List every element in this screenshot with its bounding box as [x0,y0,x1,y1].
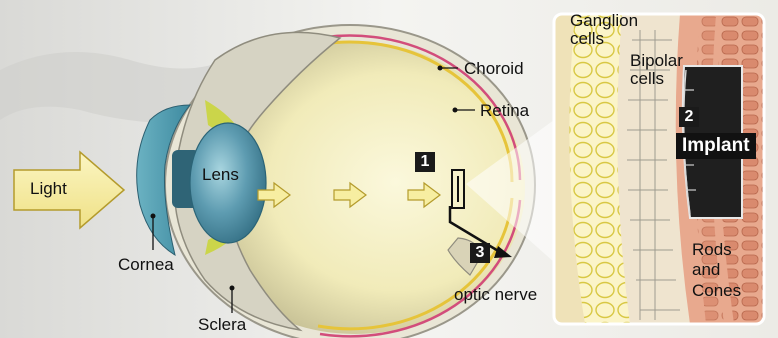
step-2-badge: 2 [679,107,699,127]
bipolar-cells-label: Bipolar cells [630,52,683,88]
optic-nerve-label: optic nerve [454,286,537,304]
ganglion-cells-label: Ganglion cells [570,12,638,48]
light-label: Light [30,180,67,198]
rods-and-cones-label: Rods and Cones [692,240,741,301]
lens-label: Lens [202,166,239,184]
step-1-badge: 1 [415,152,435,172]
sclera-label: Sclera [198,316,246,334]
retina-label: Retina [480,102,529,120]
step-3-badge: 3 [470,243,490,263]
implant-label: Implant [676,133,756,159]
choroid-label: Choroid [464,60,524,78]
cornea-label: Cornea [118,256,174,274]
